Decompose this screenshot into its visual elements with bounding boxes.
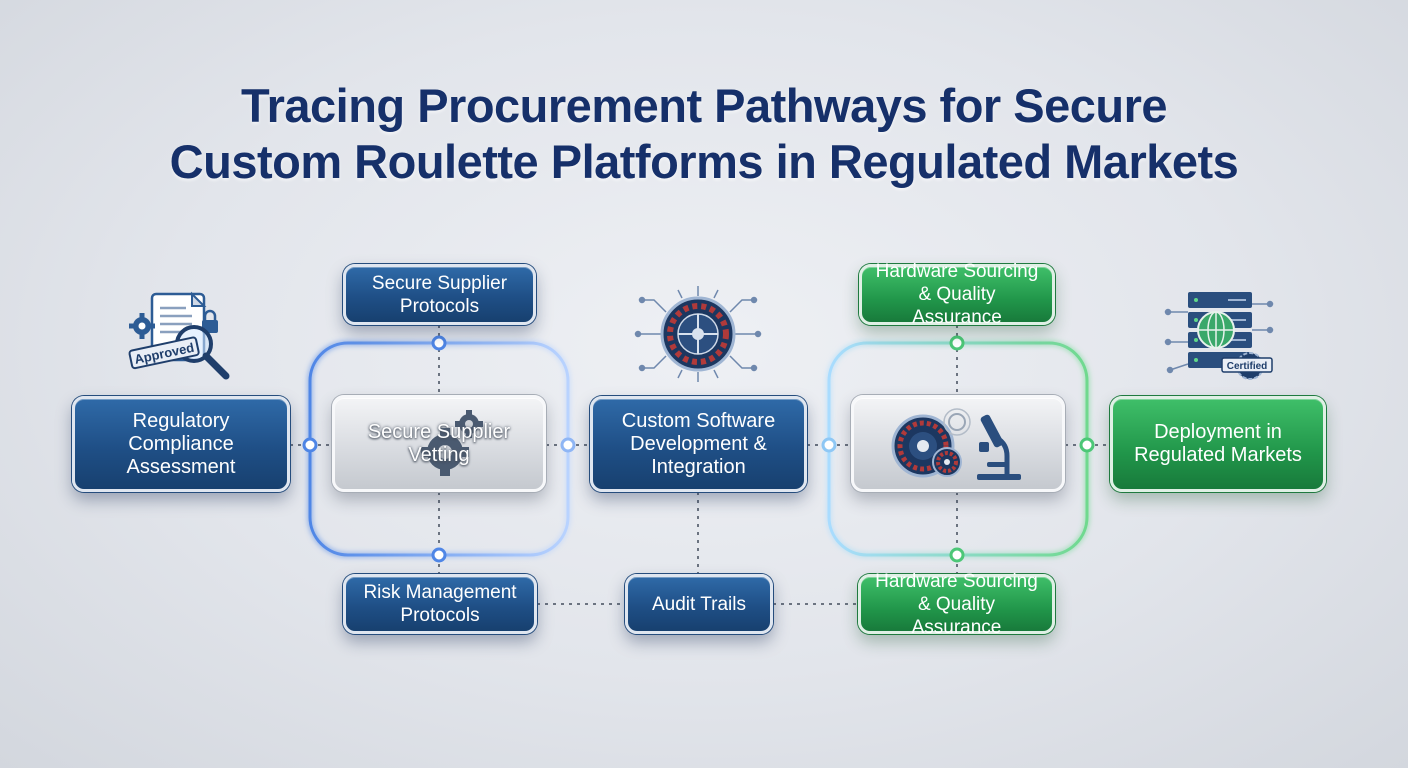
- node-label: Custom Software Development & Integratio…: [621, 409, 776, 478]
- node-label: Hardware Sourcing & Quality Assurance: [875, 570, 1038, 638]
- node-label: Regulatory Compliance Assessment: [126, 409, 236, 478]
- dotted-connectors: [290, 325, 1110, 605]
- node-audit-trails: Audit Trails: [625, 574, 773, 634]
- node-label: Deployment in Regulated Markets: [1134, 421, 1302, 466]
- node-label: Hardware Sourcing & Quality Assurance: [875, 261, 1039, 328]
- node-hardware-inspection: [851, 395, 1065, 492]
- node-secure-supplier-protocols: Secure Supplier Protocols: [343, 264, 536, 325]
- node-label: Secure Supplier Protocols: [371, 272, 508, 317]
- certified-badge-text: Certified: [1227, 361, 1268, 372]
- title-line-1: Tracing Procurement Pathways for Secure: [240, 79, 1168, 132]
- node-deployment: Deployment in Regulated Markets: [1110, 396, 1326, 492]
- node-hardware-sourcing-top: Hardware Sourcing & Quality Assurance: [859, 261, 1055, 328]
- connector-nodes: [302, 335, 1095, 563]
- node-label: Risk Management Protocols: [363, 582, 517, 626]
- roulette-microscope-icon: [891, 407, 1021, 480]
- roulette-circuit-icon: [634, 286, 762, 382]
- server-globe-icon: Certified: [1164, 292, 1274, 380]
- node-label: Audit Trails: [652, 593, 746, 615]
- gear-icon: [421, 410, 483, 476]
- node-label: Secure Supplier Vetting: [367, 420, 511, 466]
- node-hardware-sourcing-bottom: Hardware Sourcing & Quality Assurance: [858, 571, 1055, 638]
- document-magnifier-icon: Approved: [128, 291, 230, 380]
- title-line-2: Custom Roulette Platforms in Regulated M…: [169, 135, 1239, 188]
- node-custom-software: Custom Software Development & Integratio…: [590, 396, 807, 492]
- node-secure-supplier-vetting: Secure Supplier Vetting: [332, 395, 546, 492]
- page-title: Tracing Procurement Pathways for Secure …: [0, 78, 1408, 190]
- node-regulatory-compliance: Regulatory Compliance Assessment: [72, 396, 290, 492]
- node-risk-management: Risk Management Protocols: [343, 574, 537, 634]
